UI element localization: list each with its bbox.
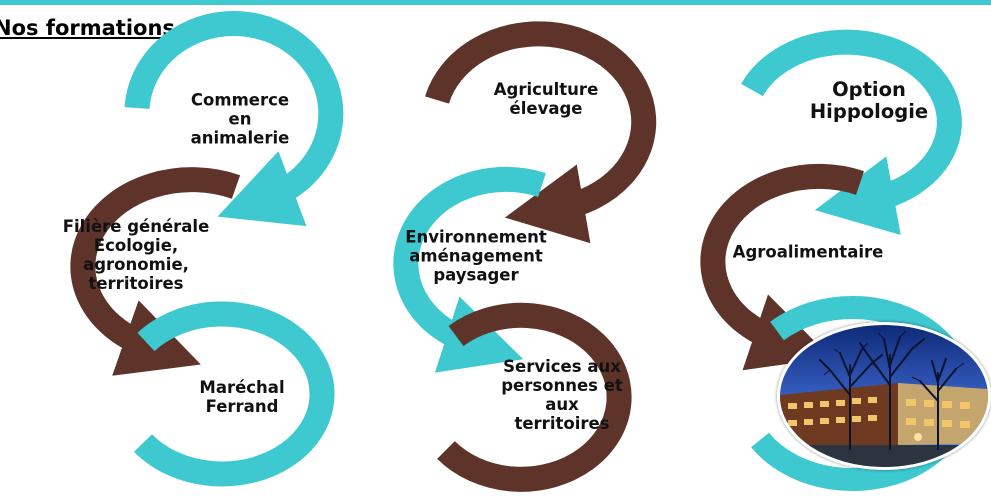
top-accent-bar — [0, 0, 991, 5]
arc-generale-arrow — [70, 167, 241, 376]
arc-environnement-arrow — [393, 166, 546, 373]
arc-services — [437, 302, 632, 492]
arc-agroalimentaire-arrow — [700, 163, 864, 371]
school-photo — [777, 322, 991, 470]
arc-marechal — [134, 301, 335, 487]
arc-commerce-arrow — [124, 11, 344, 227]
label-agroalimentaire: Agroalimentaire — [732, 242, 884, 262]
arc-agriculture-arrow — [425, 21, 657, 244]
arc-hippologie-arrow — [741, 29, 962, 235]
